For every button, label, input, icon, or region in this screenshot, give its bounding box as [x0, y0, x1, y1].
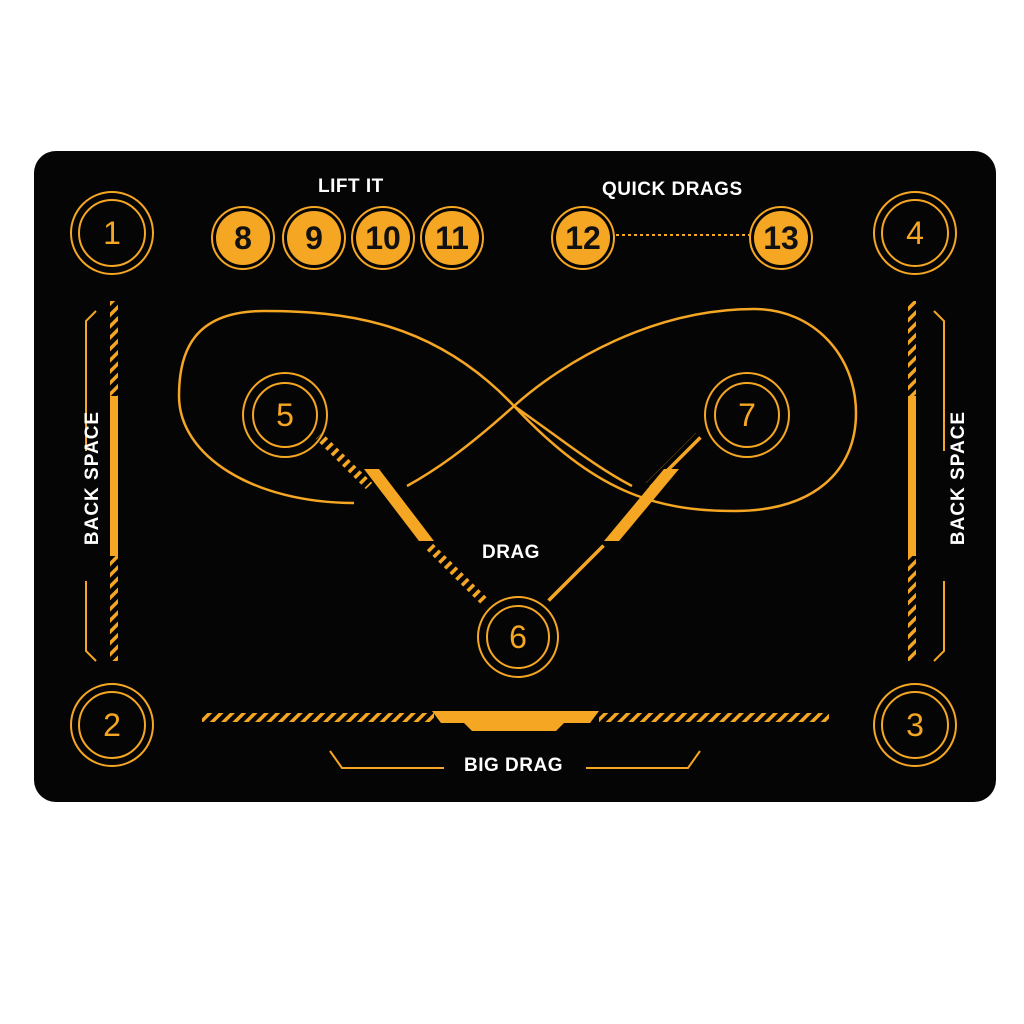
button-13-label: 13 [763, 219, 799, 256]
button-1[interactable]: 1 [82, 203, 142, 263]
quick-circle-13 [749, 206, 813, 270]
button-4-label: 4 [906, 214, 924, 251]
button-10-label: 10 [365, 219, 401, 256]
label-drag: DRAG [482, 542, 540, 563]
back-space-bracket-left [85, 301, 118, 662]
button-7-label: 7 [738, 396, 756, 433]
button-5[interactable]: 5 [255, 385, 315, 445]
button-3-label: 3 [906, 706, 924, 743]
mat-graphics [70, 191, 957, 769]
lift-circle-9 [282, 206, 346, 270]
quick-circle-12 [551, 206, 615, 270]
corner-ring-2 [70, 683, 154, 767]
button-10[interactable]: 10 [356, 211, 410, 265]
lift-circle-11 [420, 206, 484, 270]
drag-line-left [315, 432, 488, 605]
button-7[interactable]: 7 [717, 385, 777, 445]
drag-ring-7 [704, 372, 790, 458]
button-8-label: 8 [234, 219, 252, 256]
label-back-space-left: BACK SPACE [82, 410, 104, 546]
button-9[interactable]: 9 [287, 211, 341, 265]
button-9-label: 9 [305, 219, 323, 256]
corner-ring-1 [70, 191, 154, 275]
button-12-label: 12 [565, 219, 601, 256]
label-lift-it: LIFT IT [318, 176, 384, 197]
lift-circle-8 [211, 206, 275, 270]
lift-circle-10 [351, 206, 415, 270]
button-8[interactable]: 8 [216, 211, 270, 265]
button-6[interactable]: 6 [488, 607, 548, 667]
button-3[interactable]: 3 [885, 695, 945, 755]
big-drag-underline [329, 750, 701, 769]
button-12[interactable]: 12 [556, 211, 610, 265]
button-6-label: 6 [509, 618, 527, 655]
button-2[interactable]: 2 [82, 695, 142, 755]
corner-ring-3 [873, 683, 957, 767]
label-back-space-right: BACK SPACE [948, 410, 970, 546]
big-drag-bar [202, 711, 829, 731]
button-2-label: 2 [103, 706, 121, 743]
button-1-label: 1 [103, 214, 121, 251]
mouse-pad-mat: LIFT IT QUICK DRAGS DRAG BIG DRAG BACK S… [34, 151, 996, 802]
drag-line-right [545, 432, 703, 605]
button-13[interactable]: 13 [754, 211, 808, 265]
button-11-label: 11 [435, 219, 469, 256]
button-5-label: 5 [276, 396, 294, 433]
label-big-drag: BIG DRAG [464, 755, 563, 776]
drag-ring-5 [242, 372, 328, 458]
corner-ring-4 [873, 191, 957, 275]
infinity-cross-left [406, 405, 515, 488]
button-4[interactable]: 4 [885, 203, 945, 263]
label-quick-drags: QUICK DRAGS [602, 179, 743, 200]
back-space-bracket-right [908, 301, 945, 662]
button-11[interactable]: 11 [425, 211, 479, 265]
drag-ring-6 [477, 596, 559, 678]
infinity-cross-right [513, 404, 633, 488]
